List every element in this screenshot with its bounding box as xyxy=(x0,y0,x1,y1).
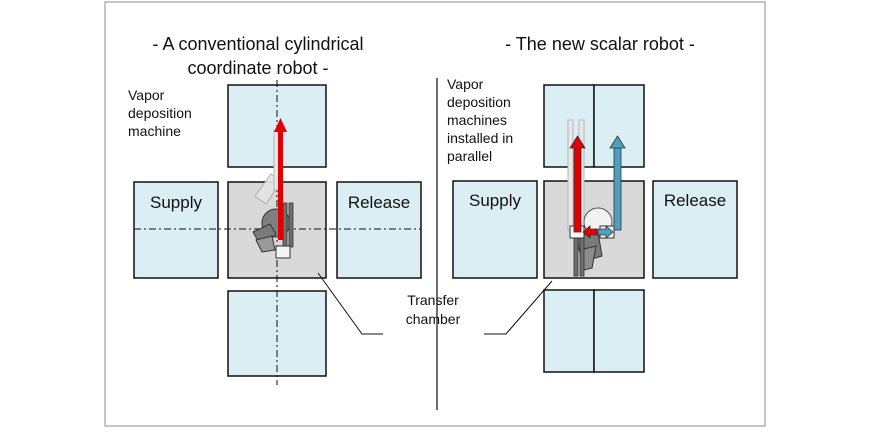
left-release-label: Release xyxy=(348,193,410,212)
left-bottom-chamber xyxy=(227,290,327,377)
left-title-line1: - A conventional cylindrical xyxy=(152,34,363,54)
right-vapor-line-4: installed in xyxy=(447,130,513,146)
right-supply-chamber xyxy=(452,180,538,279)
right-release-chamber xyxy=(652,180,738,279)
right-shift-arrow xyxy=(582,225,614,239)
left-vapor-label: Vapor deposition machine xyxy=(128,87,192,139)
left-release-chamber xyxy=(336,181,422,279)
left-vapor-line-3: machine xyxy=(128,123,181,139)
right-callout-line xyxy=(484,280,553,335)
transfer-label-line2: chamber xyxy=(406,311,461,327)
right-vapor-label: Vapor deposition machines installed in p… xyxy=(447,76,513,164)
right-vapor-line-2: deposition xyxy=(447,94,511,110)
left-supply-chamber xyxy=(133,181,219,279)
left-vapor-line-2: deposition xyxy=(128,105,192,121)
right-vapor-line-3: machines xyxy=(447,112,507,128)
right-vapor-line-1: Vapor xyxy=(447,76,484,92)
left-supply-label: Supply xyxy=(150,193,202,212)
left-red-arrow xyxy=(274,118,287,240)
right-bottom-chamber-a xyxy=(543,289,595,373)
right-vapor-line-5: parallel xyxy=(447,148,492,164)
right-supply-label: Supply xyxy=(469,191,521,210)
left-title-line2: coordinate robot - xyxy=(187,58,328,78)
right-release-label: Release xyxy=(664,191,726,210)
transfer-label-line1: Transfer xyxy=(407,292,459,308)
left-vapor-line-1: Vapor xyxy=(128,87,165,103)
right-title: - The new scalar robot - xyxy=(505,34,695,54)
left-callout-line xyxy=(317,272,383,335)
right-red-arrow xyxy=(569,135,586,233)
right-bottom-chamber-b xyxy=(593,289,645,373)
right-blue-arrow xyxy=(609,135,626,231)
